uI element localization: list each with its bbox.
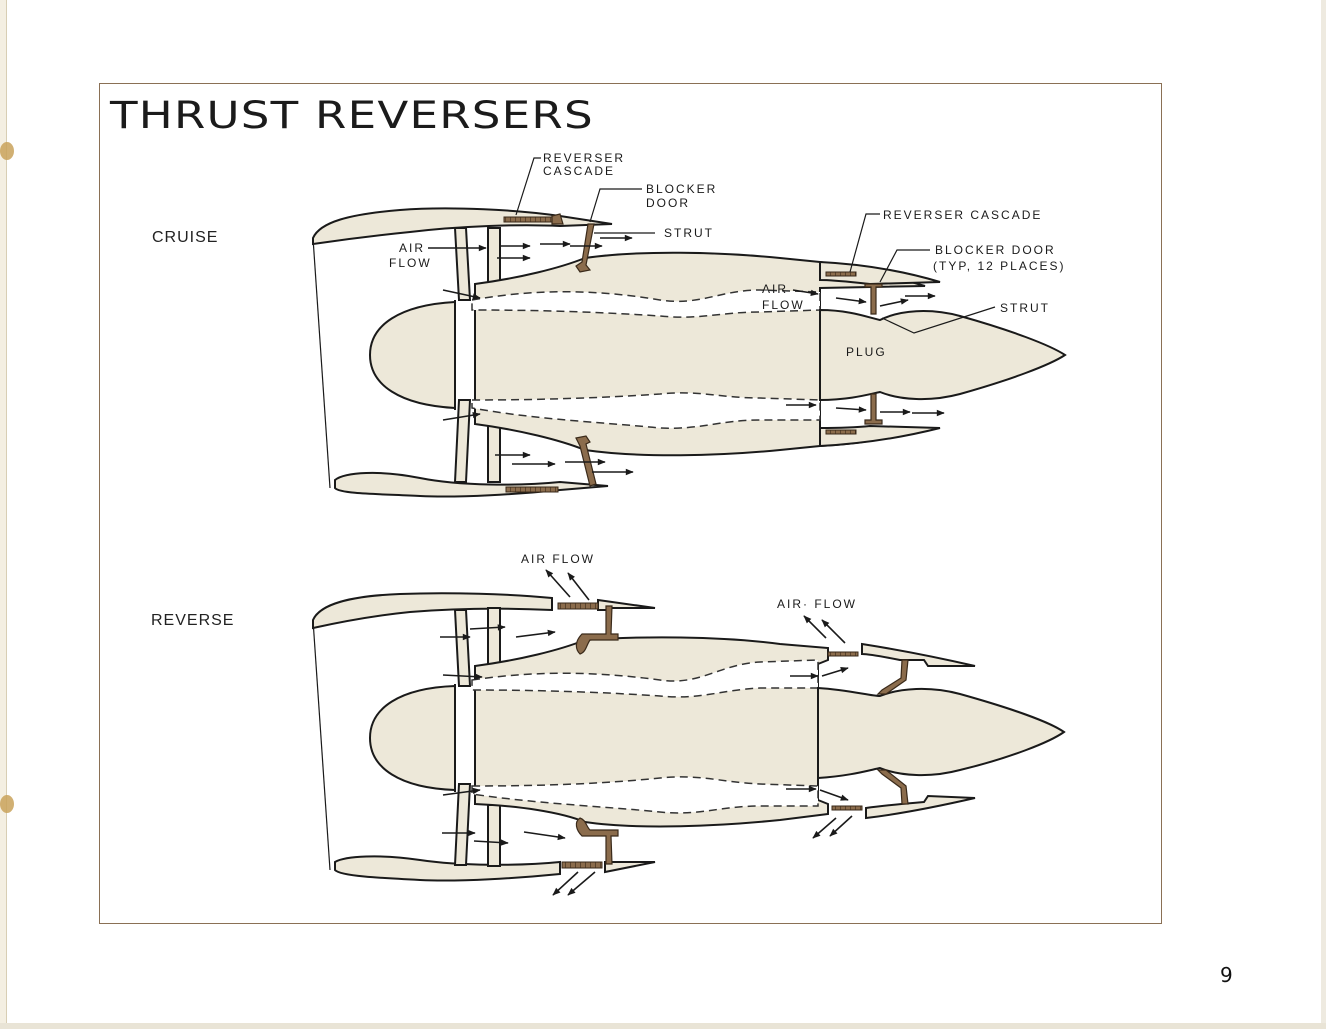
- reverse-fan-cascade-lower: [561, 861, 603, 869]
- reverse-spinner: [368, 684, 456, 792]
- inlet-face-line: [312, 619, 331, 871]
- cruise-core-cowl-upper: [819, 260, 941, 286]
- reverse-core-cascade-upper: [827, 651, 859, 657]
- label-plug: PLUG: [846, 345, 887, 359]
- leader-line: [879, 249, 930, 283]
- cruise-airflow-arrows: [442, 234, 945, 476]
- reverse-engine-diagram: AIR FLOW AIR· FLOW: [312, 552, 1066, 896]
- label-reverser-cascade: REVERSER: [543, 151, 625, 165]
- cruise-engine-diagram: REVERSER CASCADE BLOCKER DOOR STRUT AIR …: [312, 151, 1067, 871]
- reverse-core-cascade-lower: [831, 805, 863, 811]
- leader-line: [849, 213, 880, 273]
- leader-line: [881, 306, 996, 334]
- cruise-callouts: REVERSER CASCADE BLOCKER DOOR STRUT AIR …: [389, 151, 1066, 359]
- page-title: THRUST REVERSERS: [110, 94, 594, 137]
- page-binding-edge: [0, 0, 7, 1029]
- cruise-exhaust-plug: [819, 308, 1067, 402]
- leader-line: [515, 157, 541, 216]
- cruise-core-reverser-cascade-lower: [825, 429, 857, 435]
- reverse-lower-fan-cowl: [334, 855, 561, 882]
- reverse-exhaust-plug: [817, 686, 1066, 780]
- reverse-upper-fan-cowl: [312, 592, 553, 630]
- page-bottom-edge: [0, 1023, 1326, 1029]
- binding-hole-mark: [0, 142, 14, 160]
- cruise-core-blocker-door-upper: [864, 283, 883, 315]
- reverse-core-flow-path-lower: [471, 776, 819, 814]
- inlet-face-line: [312, 237, 331, 489]
- cruise-fan-exit-vane-lower: [487, 423, 501, 483]
- cruise-core-blocker-door-lower: [864, 393, 883, 425]
- label-core-blocker-door: (TYP, 12 PLACES): [933, 259, 1066, 273]
- cruise-fan-reverser-cascade-lower: [505, 486, 559, 493]
- reverse-lower-translating-sleeve: [604, 861, 656, 874]
- cruise-fan-blade-lower: [453, 399, 472, 483]
- label-core-blocker-door: BLOCKER DOOR: [935, 243, 1056, 257]
- reverse-fan-cascade-upper: [557, 602, 599, 610]
- reverse-core-cowl-upper: [861, 642, 976, 667]
- reverse-core-cowl-lower: [865, 794, 976, 820]
- cruise-lower-fan-cowl: [334, 471, 609, 498]
- label-core-reverser-cascade: REVERSER CASCADE: [883, 208, 1042, 222]
- label-strut: STRUT: [664, 226, 714, 240]
- cruise-fan-cascade-end-upper: [551, 213, 564, 225]
- label-reverse-fan-air-flow: AIR FLOW: [521, 552, 595, 566]
- label-reverse-core-air-flow: AIR· FLOW: [777, 597, 857, 611]
- cruise-core-flow-path-lower: [471, 392, 821, 430]
- reverse-fan-exit-vane-lower: [487, 804, 501, 867]
- label-core-air-flow: AIR: [762, 282, 788, 296]
- reverse-core-blocker-door-upper: [876, 659, 909, 695]
- page-number: 9: [1220, 963, 1233, 987]
- cruise-spinner: [368, 300, 456, 410]
- label-air-flow: AIR: [399, 241, 425, 255]
- cruise-fan-blade-upper: [453, 227, 472, 301]
- cruise-core-cowl-lower: [819, 424, 941, 448]
- reverse-fan-exit-vane-upper: [487, 607, 501, 665]
- label-blocker-door: BLOCKER: [646, 182, 717, 196]
- reverse-fan-blade-lower: [453, 783, 472, 866]
- reverse-airflow-arrows: [440, 569, 853, 896]
- cruise-core-reverser-cascade-upper: [825, 271, 857, 277]
- reverse-fan-blocker-door-lower: [575, 817, 619, 865]
- reverse-core-blocker-door-lower: [876, 769, 909, 805]
- cruise-mode-label: CRUISE: [152, 229, 219, 246]
- reverse-fan-blade-upper: [453, 609, 472, 687]
- page-right-edge: [1321, 0, 1326, 1029]
- leader-line: [589, 188, 642, 223]
- cruise-fan-exit-vane-upper: [487, 227, 501, 285]
- label-blocker-door: DOOR: [646, 196, 690, 210]
- reverse-mode-label: REVERSE: [151, 612, 235, 629]
- binding-hole-mark: [0, 795, 14, 813]
- label-core-air-flow: FLOW: [762, 298, 805, 312]
- reverse-fan-blocker-door-upper: [575, 605, 619, 655]
- cruise-fan-blocker-door-upper: [575, 223, 595, 273]
- cruise-fan-reverser-cascade-upper: [503, 216, 555, 223]
- label-air-flow: FLOW: [389, 256, 432, 270]
- cruise-fan-blocker-door-lower: [575, 435, 597, 487]
- figure-frame: [99, 83, 1162, 924]
- label-reverser-cascade: CASCADE: [543, 164, 615, 178]
- label-core-strut: STRUT: [1000, 301, 1050, 315]
